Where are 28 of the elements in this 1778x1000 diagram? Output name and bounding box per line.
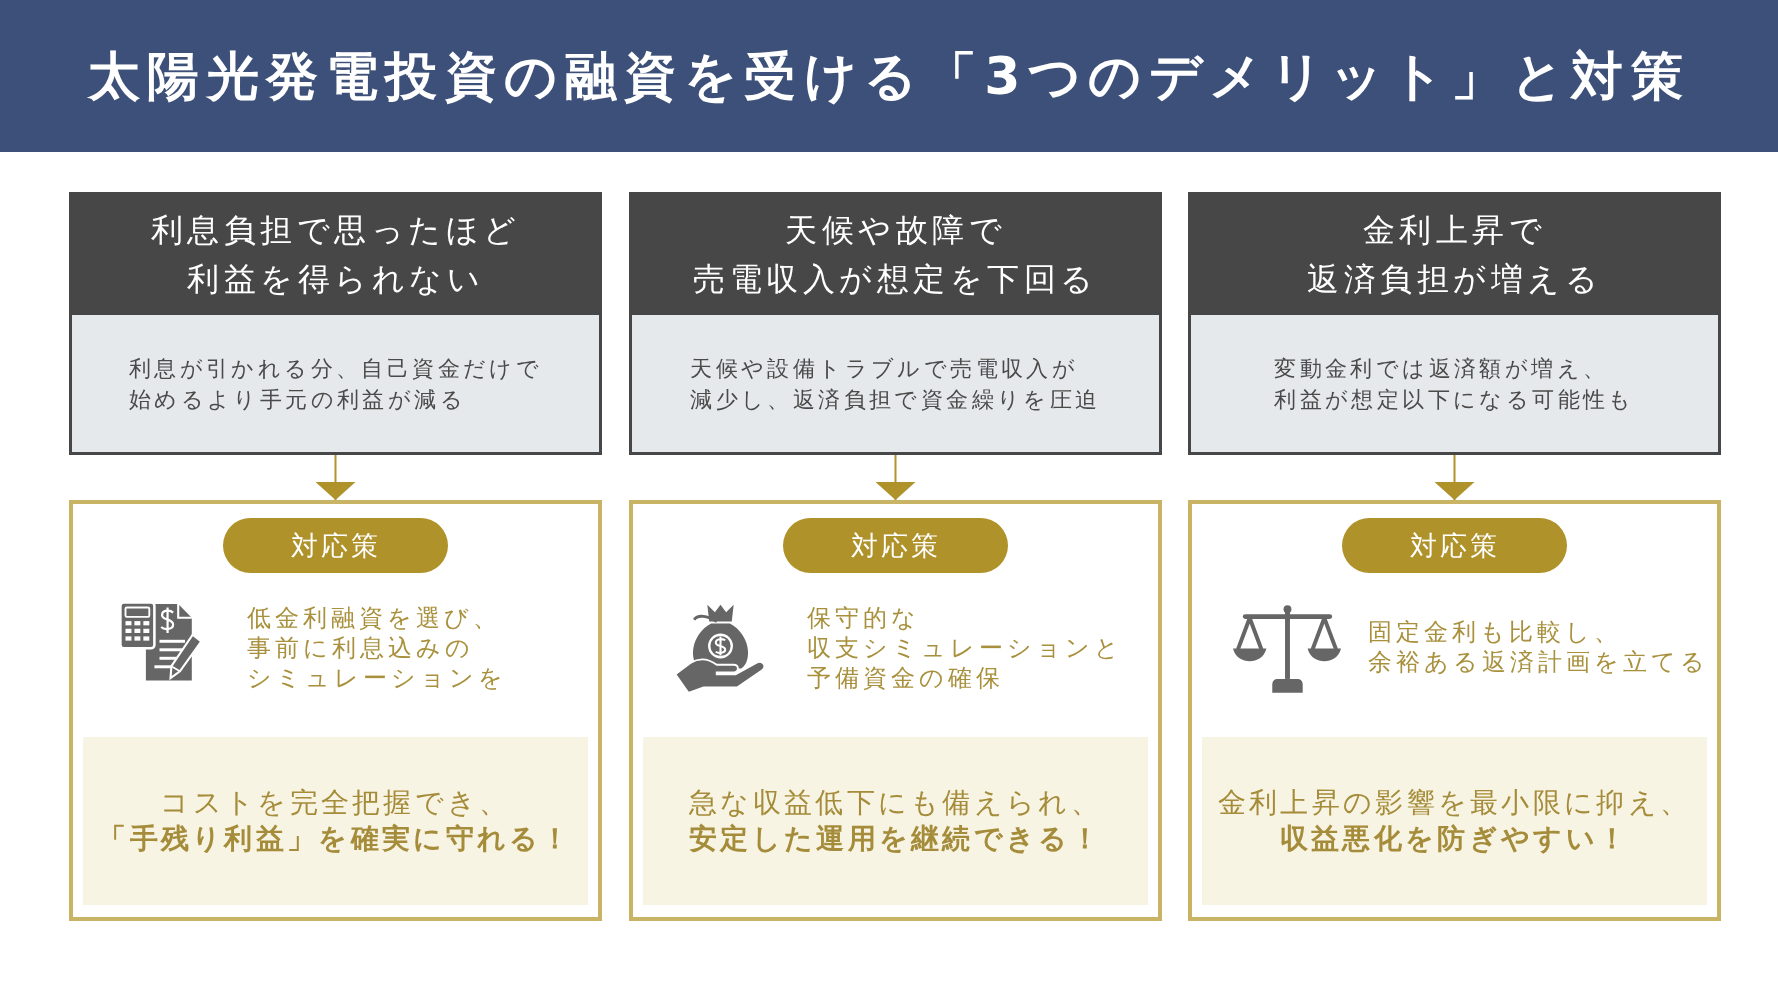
- solution-panel: [629, 500, 1162, 921]
- solution-panel: [69, 500, 602, 921]
- arrow: [875, 454, 916, 501]
- title: 太陽光発電投資の融資を受ける「3つのデメリット」と対策: [87, 45, 1691, 108]
- problem-card: [629, 192, 1162, 455]
- solution-text: 保守的な収支シミュレーションと予備資金の確保: [807, 603, 1123, 693]
- result-text: コストを完全把握でき、「手残り利益」を確実に守れる！: [98, 785, 573, 857]
- problem-description: 変動金利では返済額が増え、利益が想定以下になる可能性も: [1274, 354, 1635, 414]
- solution-text: 固定金利も比較し、余裕ある返済計画を立てる: [1368, 617, 1709, 677]
- result-panel: [1202, 737, 1707, 905]
- arrow: [315, 454, 356, 501]
- countermeasure-tag: 対応策: [783, 518, 1008, 573]
- problem-heading: 利息負担で思ったほど利益を得られない: [150, 210, 521, 300]
- solution-text: 低金利融資を選び、事前に利息込みのシミュレーションを: [247, 603, 507, 693]
- arrow: [1434, 454, 1475, 501]
- problem-heading: 天候や故障で売電収入が想定を下回る: [693, 210, 1098, 300]
- result-panel: [643, 737, 1148, 905]
- countermeasure-tag: 対応策: [223, 518, 448, 573]
- problem-card: [1188, 192, 1721, 455]
- problem-heading: 金利上昇で返済負担が増える: [1307, 210, 1602, 300]
- solution-panel: [1188, 500, 1721, 921]
- problem-card: [69, 192, 602, 455]
- result-panel: [83, 737, 588, 905]
- result-text: 急な収益低下にも備えられ、安定した運用を継続できる！: [689, 785, 1102, 857]
- result-text: 金利上昇の影響を最小限に抑え、収益悪化を防ぎやすい！: [1217, 785, 1692, 857]
- countermeasure-tag: 対応策: [1342, 518, 1567, 573]
- problem-description: 天候や設備トラブルで売電収入が減少し、返済負担で資金繰りを圧迫: [690, 354, 1101, 414]
- problem-description: 利息が引かれる分、自己資金だけで始めるより手元の利益が減る: [128, 354, 543, 414]
